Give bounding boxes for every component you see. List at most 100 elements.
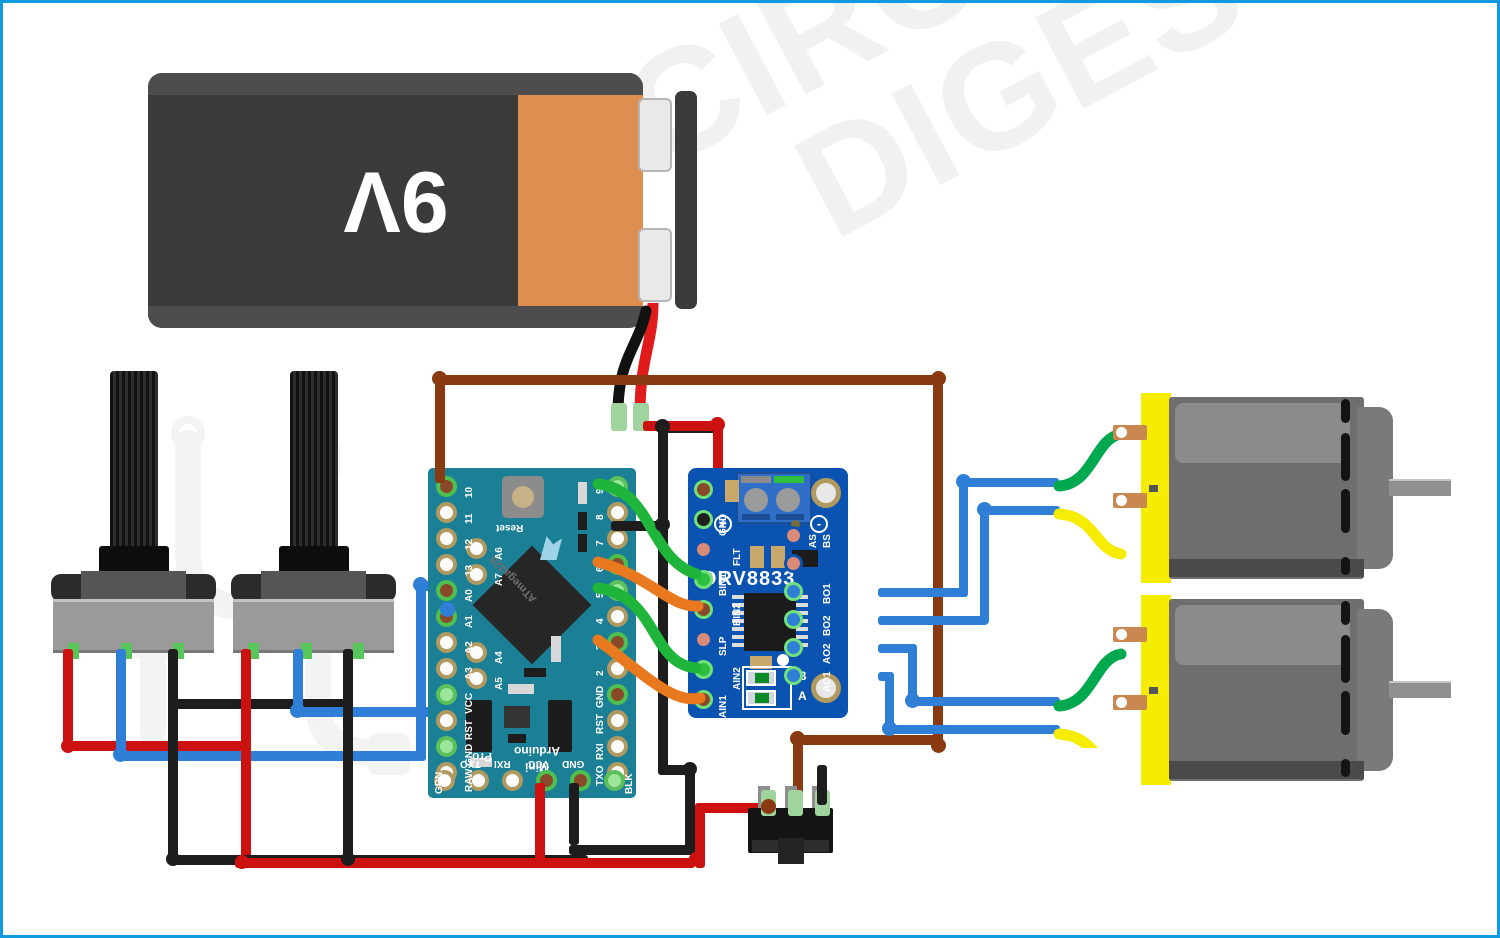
arduino-label-12: 12 — [464, 538, 475, 550]
arduino-pad-a3[interactable] — [436, 658, 457, 679]
wire-bo1-h — [878, 588, 968, 597]
wire-batt-pos-v — [713, 421, 723, 491]
drv-pad-bo2[interactable] — [784, 610, 803, 629]
arduino-pad-rxi-b[interactable] — [502, 770, 523, 791]
arduino-pad-13[interactable] — [436, 554, 457, 575]
wire-pot2-wiper-h — [293, 707, 453, 717]
wire-gnd-left-v — [168, 699, 178, 865]
terminal-screw-2[interactable] — [776, 488, 800, 512]
pot2-pin-2 — [301, 643, 312, 659]
arduino-pad-blk[interactable] — [604, 770, 625, 791]
wire-bo1-top — [959, 478, 1059, 487]
arduino-label-rxi-b: RXI — [494, 758, 511, 769]
wire-ard-gnd-right-pad — [611, 521, 661, 531]
drv-pad-gnd[interactable] — [694, 510, 713, 529]
drv-pad-bs[interactable] — [784, 526, 803, 545]
pot2-knob[interactable] — [289, 371, 338, 551]
drv-pad-bo1[interactable] — [784, 582, 803, 601]
arduino-label-11: 11 — [464, 513, 475, 524]
arduino-pad-a7[interactable] — [466, 564, 487, 585]
motor-b-terminal-1[interactable] — [1113, 627, 1147, 642]
drv-pad-vm[interactable] — [694, 480, 713, 499]
switch-boot-2 — [788, 790, 803, 816]
wire-pot1-vcc — [63, 649, 73, 749]
wire-pot1-vcc-h — [63, 741, 243, 751]
arduino-pad-vcc[interactable] — [436, 684, 457, 705]
led-label-a: A — [798, 689, 807, 703]
battery-terminals — [638, 88, 678, 313]
power-terminal-block[interactable] — [736, 472, 812, 524]
arduino-pad-a2[interactable] — [436, 632, 457, 653]
drv-label-flt: FLT — [732, 548, 743, 566]
drv-label-bin2: BIN2 — [732, 603, 743, 626]
drv-label-slp: SLP — [718, 636, 729, 656]
drv-label-gnd: GND — [718, 513, 729, 536]
arduino-pad-gnd[interactable] — [436, 736, 457, 757]
arduino-pad-rst[interactable] — [436, 710, 457, 731]
drv-label-bo2: BO2 — [822, 615, 833, 636]
reset-button[interactable] — [502, 476, 544, 518]
junction-9 — [905, 693, 920, 708]
battery-voltage-label: 9V — [342, 153, 449, 249]
drv-pad-ao2[interactable] — [784, 638, 803, 657]
drv-label-as: AS — [808, 534, 819, 548]
terminal-screw-1[interactable] — [744, 488, 768, 512]
arduino-label-10: 10 — [464, 486, 475, 498]
arduino-pad-gnd-right[interactable] — [607, 684, 628, 705]
arduino-label-a1: A1 — [464, 615, 475, 628]
pot2-pin-3 — [353, 643, 364, 659]
wire-vcc-switch-h — [695, 803, 765, 813]
arduino-label-a0: A0 — [464, 589, 475, 602]
drv-pad-flt[interactable] — [694, 540, 713, 559]
arduino-pad-rxi[interactable] — [607, 736, 628, 757]
motor-b-terminal-2[interactable] — [1113, 695, 1147, 710]
junction-1 — [61, 739, 75, 753]
battery-9v: 9V — [148, 73, 643, 328]
potentiometer-1[interactable] — [51, 371, 216, 659]
arduino-pad-grn[interactable] — [434, 770, 455, 791]
pot1-pin-3 — [173, 643, 184, 659]
arduino-label-rst: RST — [464, 720, 475, 740]
motor-a-terminal-1[interactable] — [1113, 425, 1147, 440]
potentiometer-2[interactable] — [231, 371, 396, 659]
pot1-body — [53, 599, 214, 653]
junction-5 — [689, 852, 703, 866]
drv-pad-ao1[interactable] — [784, 666, 803, 685]
wire-gnd-top-right — [658, 765, 695, 775]
arduino-pad-rst-right[interactable] — [607, 710, 628, 731]
wire-pot1-wiper-up — [416, 581, 426, 761]
junction-2 — [235, 855, 249, 869]
wire-brown-bottom — [793, 735, 943, 745]
arduino-pad-4[interactable] — [607, 606, 628, 627]
wire-ard-gnd-right — [569, 845, 695, 855]
drv-label-bo1: BO1 — [822, 583, 833, 604]
drv-pad-slp[interactable] — [694, 630, 713, 649]
arduino-pad-a6[interactable] — [466, 538, 487, 559]
arduino-label-vcc: VCC — [464, 692, 475, 714]
arduino-pad-a0[interactable] — [436, 580, 457, 601]
arduino-pad-11[interactable] — [436, 502, 457, 523]
switch-lever[interactable] — [778, 838, 804, 864]
arduino-pro-mini-board[interactable]: Reset ATmega328 Pro Arduino Mini — [428, 468, 636, 798]
arduino-label-a3: A3 — [464, 667, 475, 680]
wire-brown-right-drop — [933, 375, 943, 745]
drv-label-ain2: AIN2 — [732, 667, 743, 690]
pot1-knob[interactable] — [109, 371, 158, 551]
pot2-body — [233, 599, 394, 653]
wire-pot1-wiper-h — [116, 751, 426, 761]
motor-a-shaft — [1389, 479, 1451, 496]
wire-pot1-wiper-v — [116, 649, 126, 761]
arduino-label-blk: BLK — [624, 773, 635, 794]
arduino-pad-a5[interactable] — [466, 668, 487, 689]
battery-lead-wires — [612, 303, 659, 419]
drv-pad-as[interactable] — [784, 554, 803, 573]
arduino-label-a5: A5 — [494, 677, 505, 690]
arduino-pad-12[interactable] — [436, 528, 457, 549]
motor-a-terminal-2[interactable] — [1113, 493, 1147, 508]
arduino-pad-txo-b[interactable] — [468, 770, 489, 791]
arduino-pad-a4[interactable] — [466, 642, 487, 663]
drv8833-motor-driver-board[interactable]: + - DRV8833 B A — [688, 468, 848, 718]
terminal-minus-icon: - — [810, 515, 828, 533]
wire-pot2-vcc — [241, 649, 251, 865]
